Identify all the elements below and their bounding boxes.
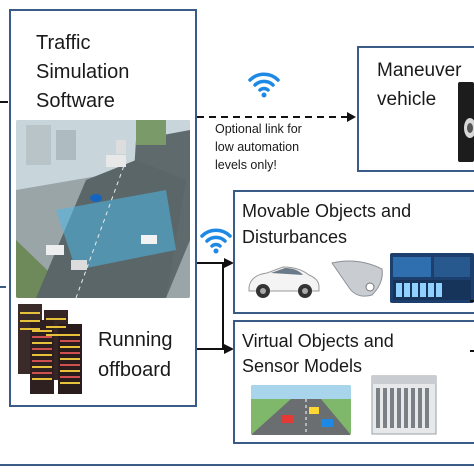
left-arrow-mid [0, 286, 6, 288]
right-edge-line-top [470, 300, 474, 302]
maneuver-line2: vehicle [377, 89, 437, 110]
car-image [243, 255, 323, 303]
maneuver-line1: Maneuver [377, 60, 462, 81]
sensor-hardware-image [371, 375, 437, 435]
movable-line2: Disturbances [242, 227, 348, 247]
optional-link-line1: Optional link for [215, 122, 302, 136]
running-offboard-line1: Running [98, 329, 173, 351]
disturbance-object-image [328, 255, 386, 303]
traffic-title-line2: Simulation [36, 61, 130, 83]
left-arrow-top [0, 101, 8, 103]
wifi-icon [248, 72, 280, 98]
optional-link-line3: levels only! [215, 158, 277, 172]
virtual-highway-image [251, 385, 351, 435]
maneuver-vehicle-box [357, 46, 474, 172]
wifi-icon-secondary [200, 228, 232, 254]
vehicle-image [458, 82, 474, 162]
connector-to-virtual [197, 348, 227, 350]
running-offboard-line2: offboard [98, 359, 172, 381]
control-software-image [390, 253, 474, 303]
optional-link-line2: low automation [215, 140, 300, 154]
virtual-line1: Virtual Objects and [242, 331, 394, 351]
city-simulation-image [16, 120, 190, 298]
movable-line1: Movable Objects and [242, 201, 412, 221]
bottom-frame-line [0, 464, 474, 466]
connector-vertical [222, 262, 224, 349]
virtual-line2: Sensor Models [242, 356, 363, 376]
traffic-title-line1: Traffic [36, 32, 91, 54]
connector-to-movable [197, 262, 227, 264]
arrow-to-movable [224, 258, 234, 268]
traffic-title-line3: Software [36, 90, 115, 112]
server-rack-icon [18, 304, 82, 394]
optional-link-arrow [197, 112, 356, 122]
arrow-to-virtual [224, 344, 234, 354]
right-edge-line-bottom [470, 350, 474, 352]
